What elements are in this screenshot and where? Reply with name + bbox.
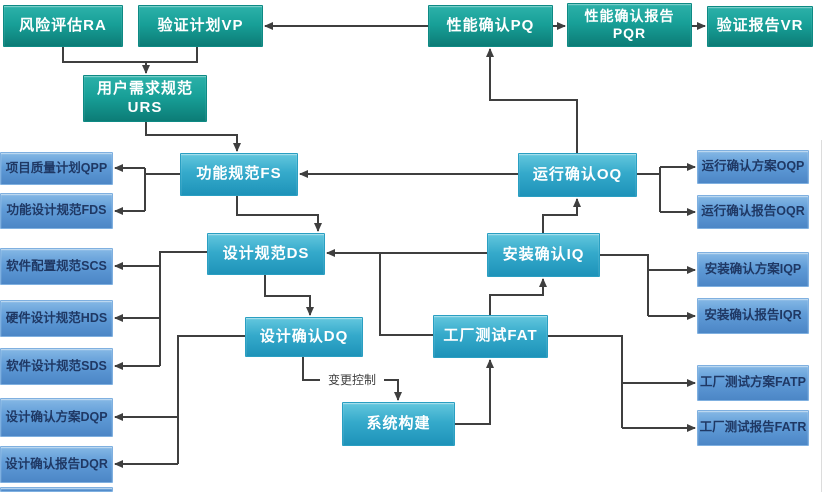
node-design-spec-ds: 设计规范DS xyxy=(207,233,325,275)
edge-fat-to-iq xyxy=(489,278,547,315)
node-functional-design-spec-fds: 功能设计规范FDS xyxy=(0,193,113,229)
node-iq-plan-iqp: 安装确认方案IQP xyxy=(697,252,809,287)
edge-fs-left-trunk xyxy=(144,168,180,211)
edge-fat-to-ds-branch xyxy=(379,253,433,336)
node-fat-report-fatr: 工厂测试报告FATR xyxy=(697,410,809,446)
edge-oq-to-pq xyxy=(486,48,578,153)
node-fat-plan-fatp: 工厂测试方案FATP xyxy=(697,365,809,401)
edge-urs-to-fs xyxy=(145,122,241,152)
node-validation-report-vr: 验证报告VR xyxy=(707,6,813,47)
edge-iq-to-oq xyxy=(542,198,581,233)
node-performance-qualification-pq: 性能确认PQ xyxy=(428,5,553,47)
node-pq-report-pqr: 性能确认报告 PQR xyxy=(567,3,692,47)
node-validation-plan-vp: 验证计划VP xyxy=(138,5,263,47)
node-oq-report-oqr: 运行确认报告OQR xyxy=(697,195,809,229)
edge-build-to-fat xyxy=(455,359,494,425)
node-dq-report-dqr: 设计确认报告DQR xyxy=(0,446,113,483)
edge-oq-right-trunk xyxy=(637,167,661,212)
node-oq-plan-oqp: 运行确认方案OQP xyxy=(697,150,809,184)
node-hardware-design-spec-hds: 硬件设计规范HDS xyxy=(0,300,113,337)
canvas-edge-line xyxy=(821,140,822,492)
edge-dq-left-trunk xyxy=(177,335,245,464)
node-risk-assessment-ra: 风险评估RA xyxy=(3,5,123,47)
edge-fs-to-ds xyxy=(236,196,322,232)
node-installation-qualification-iq: 安装确认IQ xyxy=(487,233,600,277)
edge-fat-right-trunk xyxy=(548,335,623,428)
node-software-config-spec-scs: 软件配置规范SCS xyxy=(0,248,113,285)
edge-iq-right-trunk xyxy=(600,254,649,316)
edge-ds-to-dq xyxy=(264,275,314,316)
edge-ds-left-trunk xyxy=(159,251,207,366)
node-system-build: 系统构建 xyxy=(342,402,455,446)
change-control-label: 变更控制 xyxy=(320,371,384,389)
node-software-design-spec-sds: 软件设计规范SDS xyxy=(0,348,113,385)
node-factory-test-fat: 工厂测试FAT xyxy=(433,315,548,358)
partial-node-bottom-left xyxy=(0,487,113,492)
node-functional-spec-fs: 功能规范FS xyxy=(180,153,298,196)
node-operational-qualification-oq: 运行确认OQ xyxy=(518,153,637,197)
node-iq-report-iqr: 安装确认报告IQR xyxy=(697,298,809,334)
node-dq-plan-dqp: 设计确认方案DQP xyxy=(0,398,113,437)
node-design-qualification-dq: 设计确认DQ xyxy=(245,317,363,357)
edge-ra-vp-join xyxy=(62,47,198,63)
node-project-quality-plan-qpp: 项目质量计划QPP xyxy=(0,152,113,185)
node-user-requirement-spec-urs: 用户需求规范 URS xyxy=(83,75,207,122)
